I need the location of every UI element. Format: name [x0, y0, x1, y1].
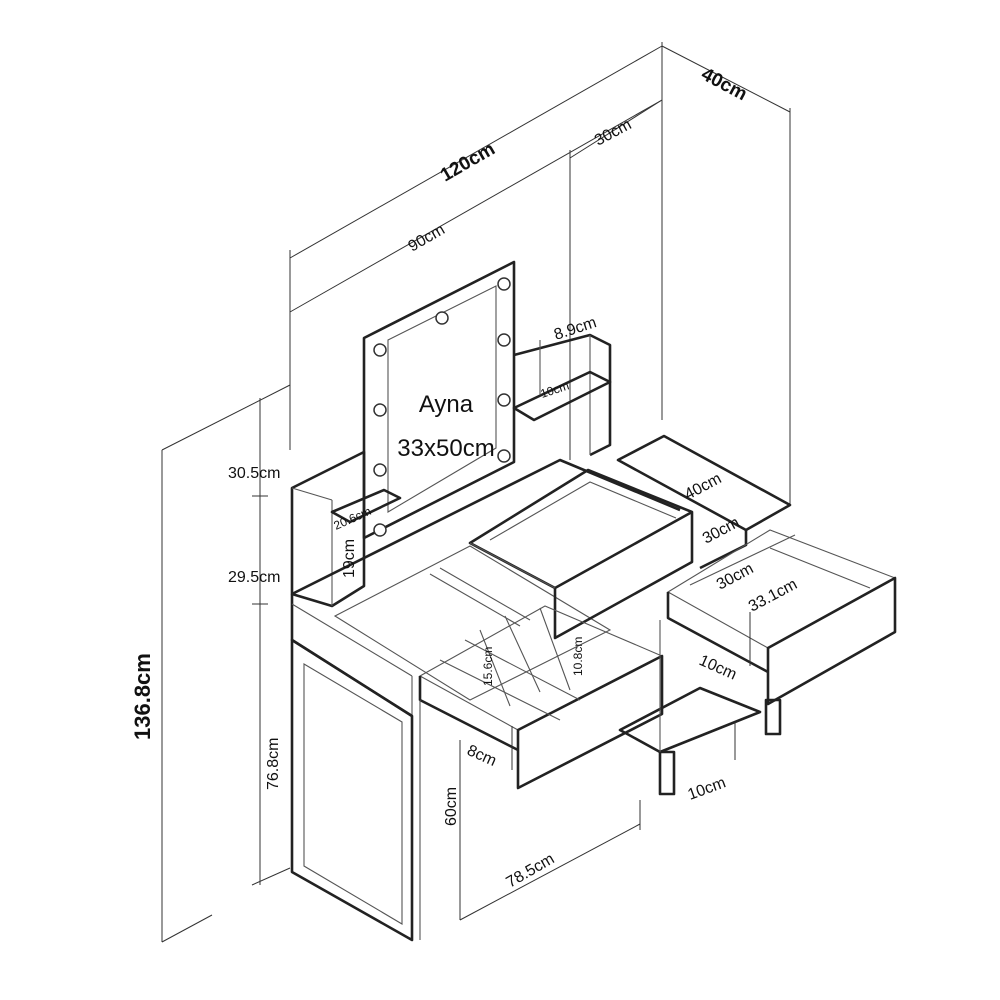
label-leg-clearance: 60cm	[443, 787, 460, 826]
label-drawer-height-left: 8cm	[464, 742, 499, 770]
label-upper-height: 30.5cm	[228, 465, 280, 482]
label-side-drawer-width: 30cm	[700, 514, 743, 547]
left-frame	[290, 638, 641, 942]
mirror-size: 33x50cm	[397, 435, 494, 462]
lower-shelf	[618, 620, 782, 796]
right-drawer	[666, 529, 897, 706]
label-drawer-inner-depth: 33.1cm	[746, 576, 800, 616]
left-drawer	[418, 605, 664, 790]
left-tower	[290, 450, 402, 608]
label-drawer-height-right: 10cm	[696, 652, 739, 683]
label-depth: 40cm	[698, 64, 751, 105]
label-small-shelf-height: 19cm	[341, 539, 358, 578]
label-total-height: 136.8cm	[130, 653, 155, 740]
label-side-depth: 40cm	[682, 470, 725, 503]
label-side-width: 30cm	[592, 116, 635, 149]
dimension-labels: 120cm 40cm 90cm 30cm 136.8cm 30.5cm 29.5…	[130, 64, 800, 892]
label-drawer-inner-width: 30cm	[714, 560, 757, 593]
label-compartment-b: 10.8cm	[571, 637, 585, 676]
center-drawer	[468, 468, 694, 640]
side-top	[616, 434, 792, 570]
mirror	[362, 260, 516, 540]
dimension-lines-top	[289, 42, 791, 505]
right-shelf-unit	[512, 333, 612, 457]
label-lower-height: 76.8cm	[265, 738, 282, 790]
label-bottom-width: 78.5cm	[504, 851, 558, 892]
dimension-lines-left	[161, 384, 291, 943]
label-top-width: 90cm	[406, 221, 448, 255]
label-middle-height: 29.5cm	[228, 569, 280, 586]
label-compartment-a: 15.6cm	[481, 647, 495, 686]
mirror-title: Ayna	[419, 391, 474, 418]
mirror-labels: Ayna 33x50cm	[397, 391, 494, 462]
label-total-width: 120cm	[437, 139, 499, 187]
label-shelf-depth: 10cm	[539, 378, 571, 400]
label-foot-height: 10cm	[686, 774, 729, 803]
